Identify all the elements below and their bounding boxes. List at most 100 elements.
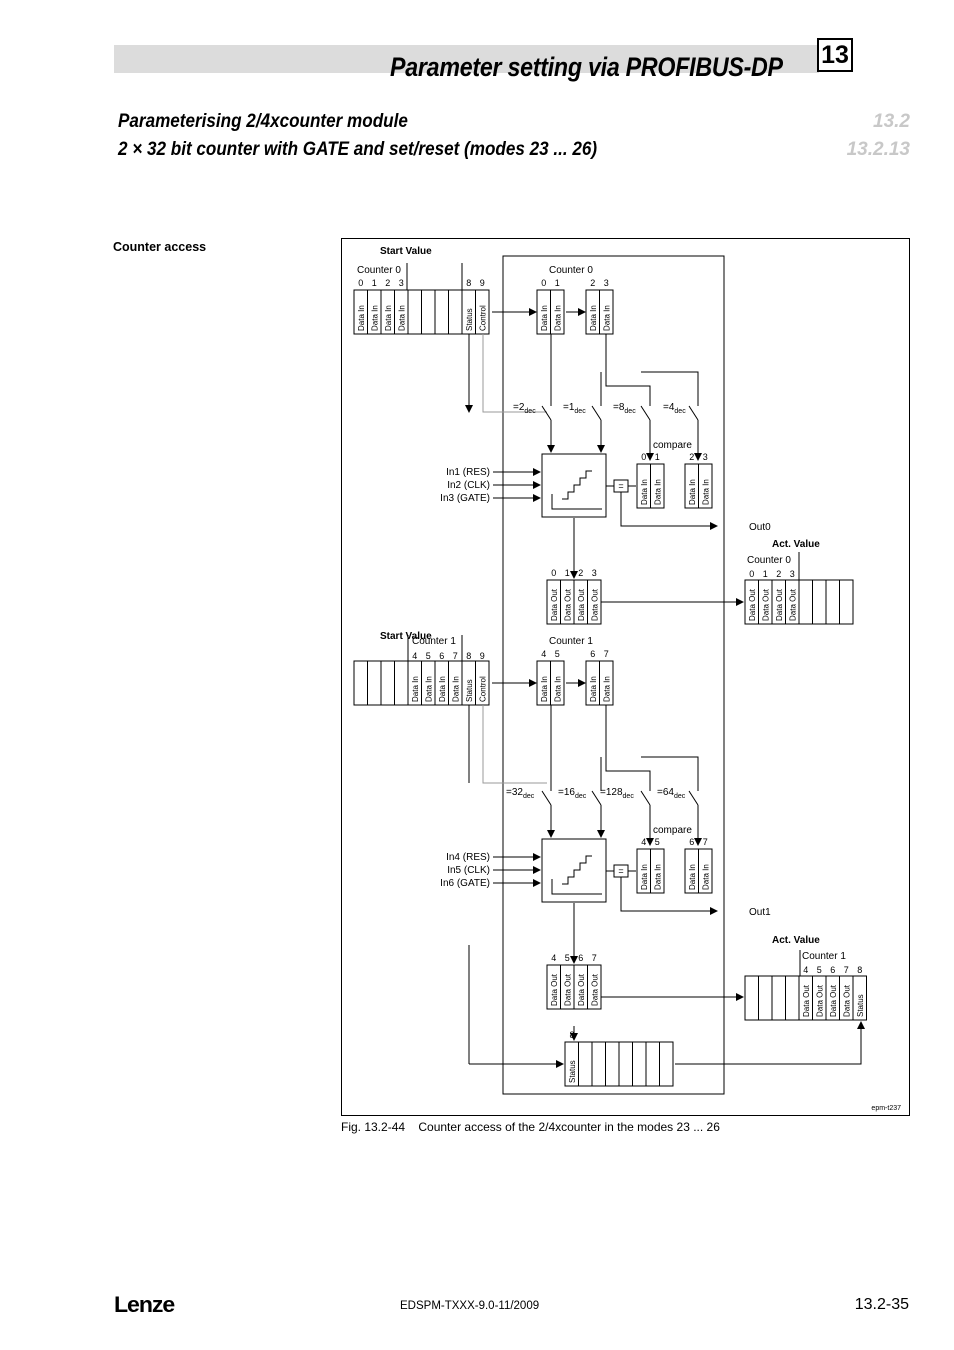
- cell-label: Data In: [688, 479, 697, 505]
- cell-label: Status: [465, 308, 474, 331]
- act-value-bytes: [744, 975, 867, 1021]
- byte-index: 6: [689, 837, 694, 847]
- counter-label: Counter 0: [549, 265, 593, 276]
- cell-label: Data In: [540, 676, 549, 702]
- byte-index: 3: [790, 569, 795, 579]
- cell-label: Data In: [540, 305, 549, 331]
- cell-label: Data In: [640, 864, 649, 890]
- cell-label: Data In: [357, 305, 366, 331]
- compare-label: compare: [653, 440, 692, 451]
- switch-label: =128dec: [600, 787, 634, 800]
- switch-contact: [591, 405, 602, 421]
- byte-index: 7: [604, 649, 609, 659]
- cell-label: Data Out: [577, 588, 586, 621]
- cell-label: Data In: [589, 676, 598, 702]
- cell-label: Data Out: [775, 588, 784, 621]
- byte-index: 4: [412, 651, 417, 661]
- byte-index: 5: [817, 965, 822, 975]
- chapter-number: 13: [817, 38, 853, 72]
- byte-index: 4: [551, 953, 556, 963]
- counter-axis: [551, 879, 602, 895]
- cell-label: Data In: [589, 305, 598, 331]
- cell-label: Data In: [602, 305, 611, 331]
- cell-label: Data In: [688, 864, 697, 890]
- input-label: In6 (GATE): [440, 878, 490, 889]
- byte-index: 0: [541, 278, 546, 288]
- byte-index: 0: [358, 278, 363, 288]
- figure-caption: Fig. 13.2-44 Counter access of the 2/4xc…: [341, 1120, 720, 1134]
- cell-label: Data In: [438, 676, 447, 702]
- cell-label: Data Out: [577, 973, 586, 1006]
- cell-label: Status: [568, 1060, 577, 1083]
- switch-wire: [605, 334, 651, 406]
- switch-label: =1dec: [563, 402, 586, 415]
- byte-index: 5: [565, 953, 570, 963]
- counter-label: Counter 1: [412, 636, 456, 647]
- byte-index: 8: [466, 651, 471, 661]
- cell-label: Status: [465, 679, 474, 702]
- cell-label: Data In: [411, 676, 420, 702]
- cell-label: Data In: [640, 479, 649, 505]
- switch-wire: [641, 756, 699, 791]
- byte-index: 2: [578, 568, 583, 578]
- input-label: In5 (CLK): [447, 865, 490, 876]
- section-number: 13.2: [873, 111, 910, 132]
- byte-index: 3: [592, 568, 597, 578]
- input-label: In2 (CLK): [447, 480, 490, 491]
- cell-label: Data In: [701, 864, 710, 890]
- cell-label: Data In: [384, 305, 393, 331]
- byte-index: 6: [439, 651, 444, 661]
- byte-index: 5: [555, 649, 560, 659]
- figure-frame: [341, 238, 910, 1116]
- output-label: Out1: [749, 907, 771, 918]
- byte-index: 0: [551, 568, 556, 578]
- cell-label: Data In: [553, 305, 562, 331]
- cell-label: Data Out: [563, 588, 572, 621]
- start-value-label: Start Value: [380, 246, 432, 257]
- byte-index: 1: [555, 278, 560, 288]
- comparator-sign: =: [618, 866, 623, 876]
- cell-label: Data Out: [550, 588, 559, 621]
- cell-label: Data Out: [842, 984, 851, 1017]
- cell-label: Control: [478, 676, 487, 702]
- switch-label: =64dec: [657, 787, 686, 800]
- cell-label: Data In: [424, 676, 433, 702]
- switch-label: =32dec: [506, 787, 535, 800]
- byte-index: 2: [590, 278, 595, 288]
- byte-index: 3: [703, 452, 708, 462]
- switch-contact: [591, 790, 602, 806]
- switch-contact: [640, 790, 651, 806]
- subsection-title: 2 × 32 bit counter with GATE and set/res…: [118, 139, 598, 160]
- switch-label: =16dec: [558, 787, 587, 800]
- input-label: In4 (RES): [446, 852, 490, 863]
- byte-index: 2: [689, 452, 694, 462]
- cell-label: Data Out: [590, 973, 599, 1006]
- control-line: [482, 705, 547, 784]
- chapter-title: Parameter setting via PROFIBUS-DP: [390, 52, 783, 82]
- byte-index: 3: [399, 278, 404, 288]
- switch-wire: [605, 705, 651, 791]
- byte-index: 7: [592, 953, 597, 963]
- byte-index: 5: [426, 651, 431, 661]
- cell-label: Data In: [451, 676, 460, 702]
- output-line: [620, 877, 718, 915]
- header-bar: [114, 45, 819, 73]
- section-title: Parameterising 2/4xcounter module: [118, 111, 408, 132]
- cell-label: Status: [856, 994, 865, 1017]
- cell-label: Data Out: [815, 984, 824, 1017]
- byte-index: 4: [803, 965, 808, 975]
- byte-index: 4: [541, 649, 546, 659]
- cell-label: Data Out: [829, 984, 838, 1017]
- side-label: Counter access: [113, 240, 207, 254]
- switch-contact: [541, 790, 552, 806]
- cell-label: Data Out: [748, 588, 757, 621]
- cell-label: Data In: [701, 479, 710, 505]
- switch-contact: [688, 790, 699, 806]
- switch-label: =4dec: [663, 402, 686, 415]
- switch-label: =8dec: [613, 402, 636, 415]
- byte-index: 2: [776, 569, 781, 579]
- page-number: 13.2-35: [854, 1296, 909, 1313]
- byte-index: 5: [655, 837, 660, 847]
- input-label: In1 (RES): [446, 467, 490, 478]
